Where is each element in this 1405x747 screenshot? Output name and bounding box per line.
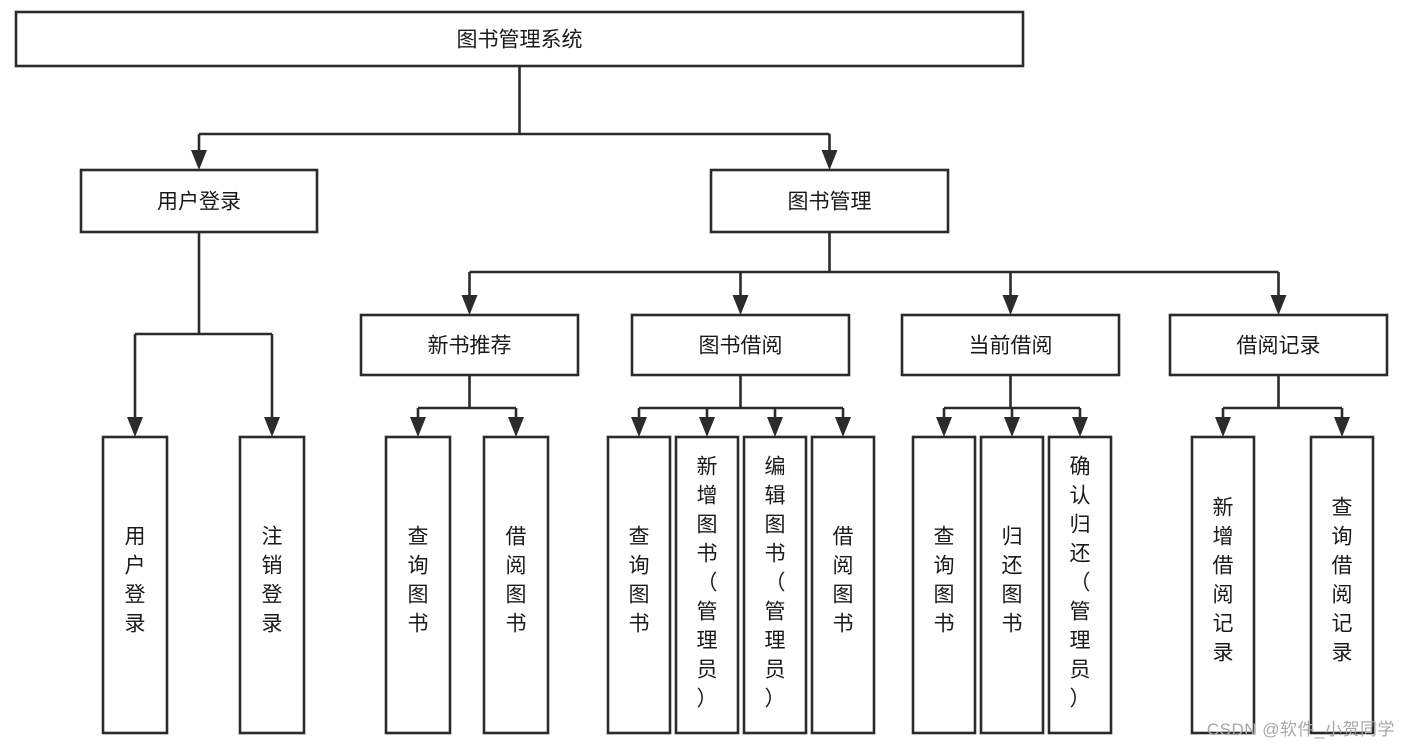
node-label-leaf-return-book: 归还图书 <box>1002 526 1023 636</box>
arrow-head-icon-new-book-recommend <box>461 295 478 315</box>
node-label-leaf-logout: 注销登录 <box>262 526 283 636</box>
node-box-leaf-edit-book-admin <box>742 435 808 735</box>
node-box-leaf-query-book-borrow <box>606 435 672 735</box>
node-label-leaf-add-borrow-record: 新增借阅记录 <box>1213 497 1234 665</box>
node-box-book-borrow <box>630 313 851 377</box>
node-leaf-add-book-admin[interactable]: 新增图书（管理员） <box>674 435 740 735</box>
node-box-leaf-logout <box>238 435 306 735</box>
node-box-leaf-add-borrow-record <box>1190 435 1256 735</box>
arrow-head-icon-leaf-query-book-current <box>936 417 952 437</box>
node-box-leaf-query-borrow-record <box>1309 435 1375 735</box>
arrow-head-icon-leaf-query-book-recommend <box>410 417 426 437</box>
node-box-book-management <box>709 168 950 234</box>
node-label-root: 图书管理系统 <box>457 29 583 52</box>
node-book-management[interactable]: 图书管理 <box>709 168 950 234</box>
node-box-leaf-confirm-return-admin <box>1047 435 1113 735</box>
node-label-current-borrow: 当前借阅 <box>969 335 1053 358</box>
node-label-new-book-recommend: 新书推荐 <box>428 335 512 358</box>
node-label-book-borrow: 图书借阅 <box>699 335 783 358</box>
node-label-leaf-query-borrow-record: 查询借阅记录 <box>1332 497 1353 665</box>
arrow-head-icon-leaf-borrow-book-recommend <box>508 417 524 437</box>
node-box-leaf-borrow-book-recommend <box>482 435 550 735</box>
node-leaf-borrow-book-recommend[interactable]: 借阅图书 <box>482 435 550 735</box>
node-book-borrow[interactable]: 图书借阅 <box>630 313 851 377</box>
arrow-head-icon-book-management <box>821 150 838 170</box>
node-label-leaf-query-book-borrow: 查询图书 <box>629 526 650 636</box>
arrow-head-icon-leaf-logout <box>264 417 280 437</box>
node-leaf-query-book-borrow[interactable]: 查询图书 <box>606 435 672 735</box>
node-leaf-logout[interactable]: 注销登录 <box>238 435 306 735</box>
arrow-head-icon-leaf-confirm-return-admin <box>1072 417 1088 437</box>
node-current-borrow[interactable]: 当前借阅 <box>900 313 1121 377</box>
node-label-leaf-user-login: 用户登录 <box>125 526 146 636</box>
node-leaf-query-book-current[interactable]: 查询图书 <box>911 435 977 735</box>
arrow-head-icon-leaf-return-book <box>1004 417 1020 437</box>
node-leaf-borrow-book[interactable]: 借阅图书 <box>810 435 876 735</box>
nodes-layer: 图书管理系统用户登录图书管理新书推荐图书借阅当前借阅借阅记录用户登录注销登录查询… <box>14 10 1389 735</box>
node-label-leaf-query-book-current: 查询图书 <box>934 526 955 636</box>
arrow-head-icon-borrow-record <box>1270 295 1287 315</box>
arrow-head-icon-user-login <box>191 150 207 170</box>
node-label-leaf-borrow-book: 借阅图书 <box>833 526 854 636</box>
node-box-root <box>14 10 1025 68</box>
arrow-head-icon-leaf-user-login <box>127 417 143 437</box>
node-box-leaf-query-book-recommend <box>384 435 452 735</box>
arrow-head-icon-leaf-borrow-book <box>835 417 851 437</box>
node-leaf-confirm-return-admin[interactable]: 确认归还（管理员） <box>1047 435 1113 735</box>
node-box-leaf-add-book-admin <box>674 435 740 735</box>
node-leaf-query-book-recommend[interactable]: 查询图书 <box>384 435 452 735</box>
node-root[interactable]: 图书管理系统 <box>14 10 1025 68</box>
arrow-head-icon-leaf-query-book-borrow <box>631 417 647 437</box>
connectors-layer <box>127 66 1350 437</box>
node-box-user-login <box>79 168 319 234</box>
node-user-login[interactable]: 用户登录 <box>79 168 319 234</box>
node-box-leaf-query-book-current <box>911 435 977 735</box>
node-label-leaf-borrow-book-recommend: 借阅图书 <box>506 526 527 636</box>
node-label-user-login: 用户登录 <box>157 191 241 214</box>
node-leaf-query-borrow-record[interactable]: 查询借阅记录 <box>1309 435 1375 735</box>
node-label-leaf-add-book-admin: 新增图书（管理员） <box>697 456 718 711</box>
arrow-head-icon-leaf-edit-book-admin <box>767 417 783 437</box>
node-box-current-borrow <box>900 313 1121 377</box>
arrow-head-icon-leaf-add-borrow-record <box>1215 417 1231 437</box>
arrow-head-icon-leaf-query-borrow-record <box>1334 417 1350 437</box>
node-label-leaf-query-book-recommend: 查询图书 <box>408 526 429 636</box>
node-box-new-book-recommend <box>359 313 580 377</box>
node-leaf-return-book[interactable]: 归还图书 <box>979 435 1045 735</box>
node-box-leaf-return-book <box>979 435 1045 735</box>
node-label-borrow-record: 借阅记录 <box>1237 335 1321 358</box>
node-leaf-user-login[interactable]: 用户登录 <box>101 435 169 735</box>
arrow-head-icon-leaf-add-book-admin <box>699 417 715 437</box>
node-box-leaf-borrow-book <box>810 435 876 735</box>
arrow-head-icon-book-borrow <box>732 295 749 315</box>
node-label-leaf-confirm-return-admin: 确认归还（管理员） <box>1070 456 1091 711</box>
node-leaf-add-borrow-record[interactable]: 新增借阅记录 <box>1190 435 1256 735</box>
node-box-borrow-record <box>1168 313 1389 377</box>
node-box-leaf-user-login <box>101 435 169 735</box>
node-label-leaf-edit-book-admin: 编辑图书（管理员） <box>765 456 786 711</box>
node-leaf-edit-book-admin[interactable]: 编辑图书（管理员） <box>742 435 808 735</box>
arrow-head-icon-current-borrow <box>1002 295 1019 315</box>
node-label-book-management: 图书管理 <box>788 191 872 214</box>
node-new-book-recommend[interactable]: 新书推荐 <box>359 313 580 377</box>
node-borrow-record[interactable]: 借阅记录 <box>1168 313 1389 377</box>
